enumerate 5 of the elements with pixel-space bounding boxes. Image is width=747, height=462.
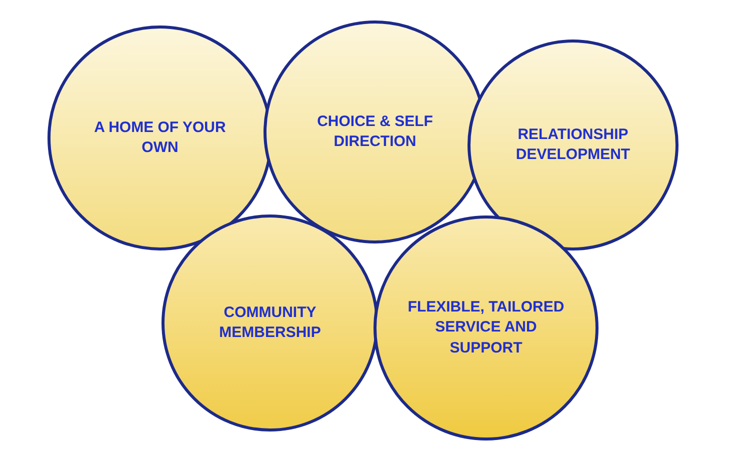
- circle-label: FLEXIBLE, TAILORED SERVICE AND SUPPORT: [406, 298, 566, 358]
- circle-label: RELATIONSHIP DEVELOPMENT: [514, 124, 632, 165]
- circle-label: COMMUNITY MEMBERSHIP: [218, 302, 322, 343]
- circle-label: CHOICE & SELF DIRECTION: [316, 112, 434, 152]
- circle-label: A HOME OF YOUR OWN: [93, 118, 227, 158]
